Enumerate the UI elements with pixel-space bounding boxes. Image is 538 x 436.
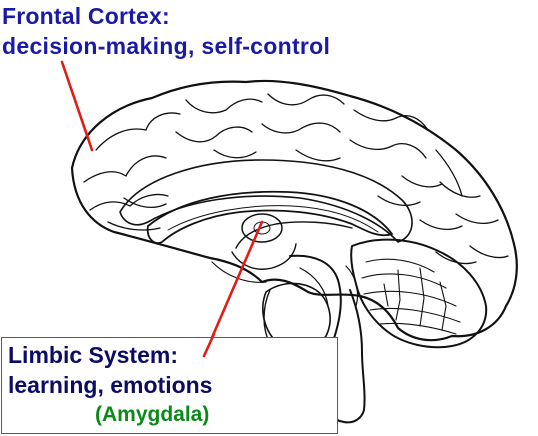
hypothalamus: [232, 244, 296, 269]
limbic-system-title: Limbic System:: [8, 342, 178, 369]
corpus-callosum: [148, 192, 392, 243]
cingulate-gyrus: [120, 160, 412, 242]
cerebellum: [351, 240, 486, 348]
cortex-gyri: [84, 94, 508, 264]
frontal-pointer-line: [62, 62, 92, 150]
frontal-cortex-description: decision-making, self-control: [2, 33, 330, 60]
limbic-pointer-line: [204, 222, 262, 356]
limbic-system-description: learning, emotions: [8, 372, 212, 399]
amygdala-label: (Amygdala): [95, 403, 209, 427]
frontal-cortex-title: Frontal Cortex:: [2, 3, 170, 30]
